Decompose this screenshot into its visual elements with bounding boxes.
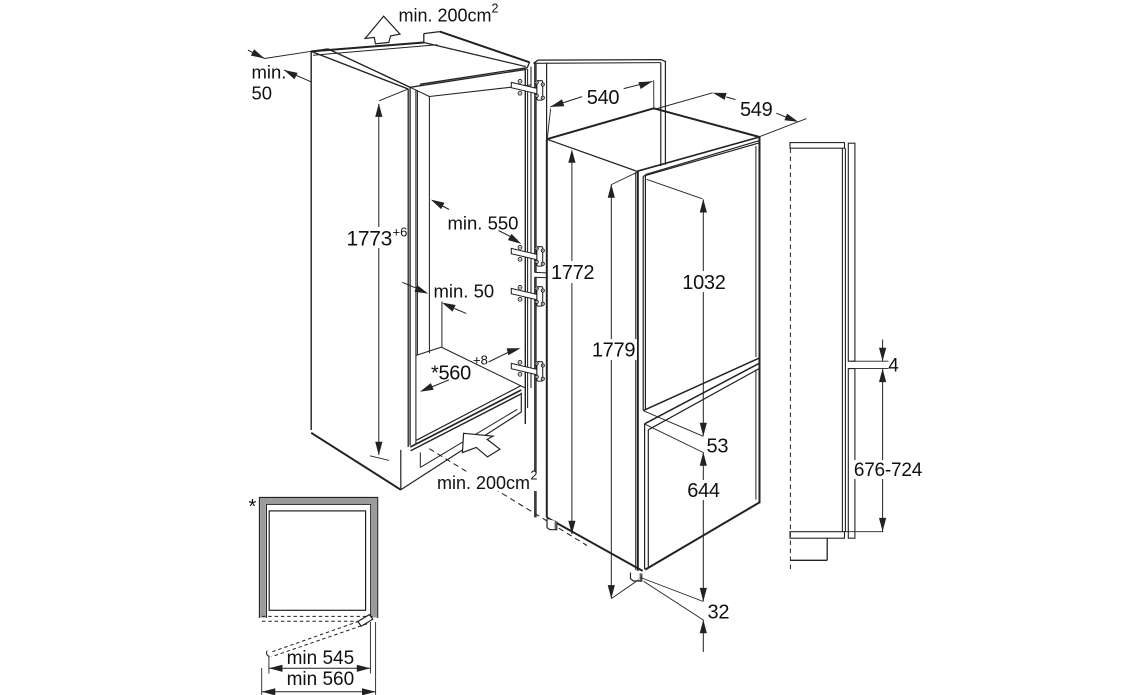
- svg-text:min.: min.: [252, 62, 287, 83]
- svg-text:1772: 1772: [551, 262, 594, 284]
- svg-text:*560: *560: [431, 363, 471, 385]
- svg-text:2: 2: [492, 2, 499, 16]
- svg-text:min. 550: min. 550: [448, 213, 519, 234]
- svg-text:*: *: [249, 496, 257, 518]
- svg-text:min. 200cm: min. 200cm: [399, 6, 492, 26]
- svg-text:1773: 1773: [347, 228, 393, 251]
- svg-text:53: 53: [707, 436, 729, 458]
- svg-text:540: 540: [587, 87, 620, 109]
- svg-text:32: 32: [708, 601, 730, 623]
- svg-text:min 545: min 545: [287, 648, 355, 669]
- svg-text:2: 2: [531, 469, 538, 483]
- svg-text:4: 4: [888, 356, 899, 377]
- svg-text:50: 50: [252, 83, 273, 104]
- svg-text:644: 644: [687, 480, 720, 502]
- svg-text:1779: 1779: [592, 340, 635, 362]
- svg-text:676-724: 676-724: [854, 460, 923, 481]
- svg-text:549: 549: [740, 99, 773, 121]
- svg-text:min. 50: min. 50: [434, 281, 495, 302]
- svg-text:+6: +6: [393, 225, 408, 240]
- svg-text:+8: +8: [473, 353, 488, 368]
- svg-text:min. 200cm: min. 200cm: [437, 473, 530, 493]
- svg-text:1032: 1032: [682, 272, 725, 294]
- svg-text:min 560: min 560: [287, 669, 355, 690]
